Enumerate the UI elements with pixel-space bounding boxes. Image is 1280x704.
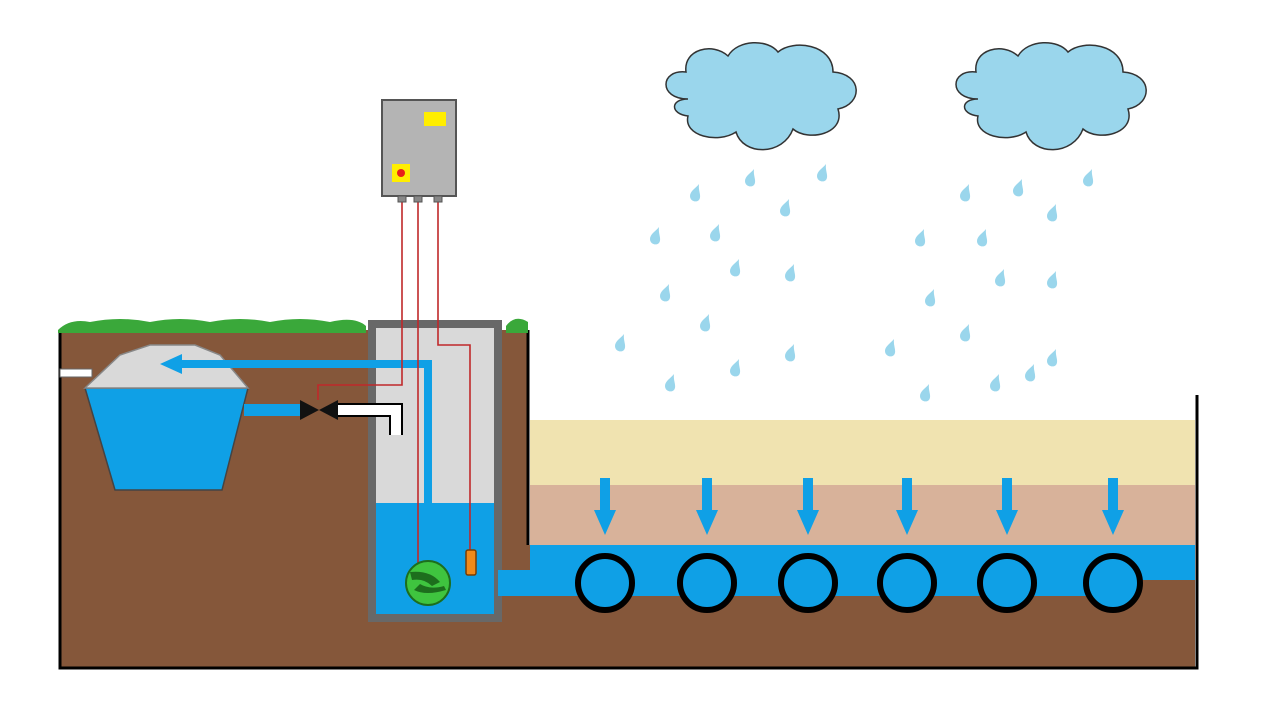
float-switch-icon xyxy=(465,549,477,576)
raindrop xyxy=(785,344,796,362)
arrow-down-icon xyxy=(1102,478,1124,535)
drainage-pipe-icon xyxy=(877,553,937,613)
raindrop xyxy=(925,289,936,307)
raindrop xyxy=(1047,349,1058,367)
raindrop xyxy=(730,259,741,277)
arrow-down-icon xyxy=(996,478,1018,535)
drainage-pipe-icon xyxy=(575,553,635,613)
raindrop xyxy=(1047,271,1058,289)
raindrop xyxy=(710,224,721,242)
infiltration-arrows xyxy=(594,478,1124,535)
raindrop xyxy=(960,324,971,342)
arrow-down-icon xyxy=(594,478,616,535)
raindrop xyxy=(995,269,1006,287)
raindrop xyxy=(960,184,971,202)
raindrop xyxy=(1025,364,1036,382)
raindrop xyxy=(690,184,701,202)
arrow-down-icon xyxy=(696,478,718,535)
raindrop xyxy=(660,284,671,302)
rain-cloud-icon xyxy=(665,41,857,151)
control-panel-icon xyxy=(381,99,457,203)
drainage-pipe-icon xyxy=(778,553,838,613)
raindrop xyxy=(1083,169,1094,187)
arrow-down-icon xyxy=(797,478,819,535)
drainage-pipe-icon xyxy=(977,553,1037,613)
raindrop xyxy=(1013,179,1024,197)
raindrop xyxy=(730,359,741,377)
sand-layer xyxy=(530,420,1195,485)
arrow-down-icon xyxy=(896,478,918,535)
drainage-pipes xyxy=(575,553,1143,613)
control-wires xyxy=(317,200,471,565)
clouds xyxy=(665,41,1147,151)
supply-pipe xyxy=(205,360,432,560)
gate-valve-icon xyxy=(300,400,338,420)
raindrop xyxy=(665,374,676,392)
drainage-pipe-icon xyxy=(1083,553,1143,613)
rain-cloud-icon xyxy=(955,41,1147,151)
raindrop xyxy=(615,334,626,352)
grass-left xyxy=(58,319,366,333)
raindrop xyxy=(817,164,828,182)
raindrop xyxy=(780,199,791,217)
submersible-pump-icon xyxy=(405,560,451,606)
grass-right xyxy=(506,318,528,333)
rain xyxy=(615,164,1094,402)
raindrop xyxy=(990,374,1001,392)
raindrop xyxy=(915,229,926,247)
raindrop xyxy=(977,229,988,247)
tank-outlet-pipe xyxy=(244,404,300,416)
raindrop xyxy=(650,227,661,245)
drainage-pipe-icon xyxy=(677,553,737,613)
raindrop xyxy=(1047,204,1058,222)
clay-layer xyxy=(530,485,1195,545)
flow-arrow-left-icon xyxy=(160,354,210,374)
raindrop xyxy=(920,384,931,402)
overflow-pipe xyxy=(59,368,93,378)
raindrop xyxy=(885,339,896,357)
raindrop xyxy=(785,264,796,282)
raindrop xyxy=(745,169,756,187)
drain-return-pipe-fill xyxy=(338,405,401,435)
ground-outline xyxy=(58,330,1199,670)
raindrop xyxy=(700,314,711,332)
